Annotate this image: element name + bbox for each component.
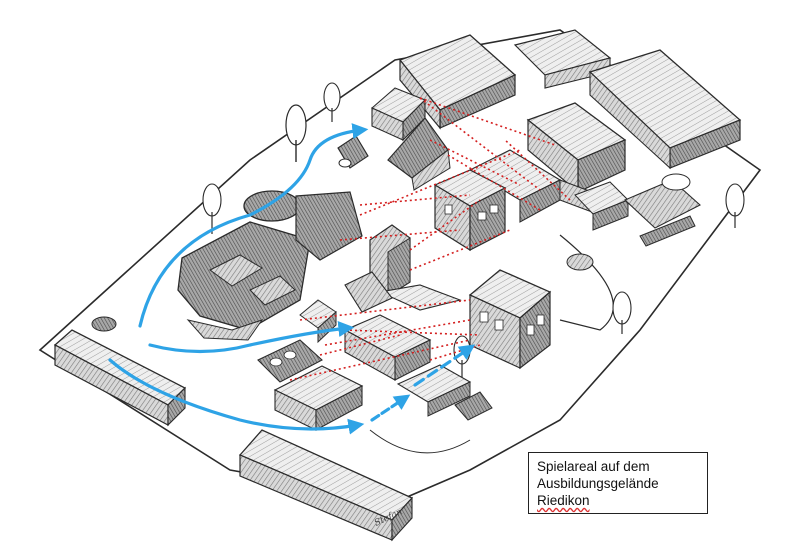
caption-line-3: Riedikon: [537, 493, 590, 508]
log-pile-left: [91, 316, 117, 332]
building-central-block: [343, 314, 432, 381]
building-northeast-hall: [588, 49, 742, 170]
tree-left: [202, 183, 222, 234]
arrow-route-north: [138, 123, 369, 328]
building-tall-house: [468, 269, 552, 370]
movement-arrows: [108, 123, 476, 435]
tree-top-left-2: [323, 82, 341, 122]
caption-line-2: Ausbildungsgelände: [537, 476, 659, 491]
arrow-route-south: [108, 358, 365, 435]
building-small-box: [299, 299, 337, 344]
rubble-field: [177, 191, 363, 341]
pipe-tank: [337, 135, 369, 169]
vehicle-wreck-right: [624, 173, 701, 247]
tree-right: [725, 183, 745, 228]
building-small-house-top: [370, 87, 426, 142]
building-collapsed-house: [387, 117, 451, 191]
arrow-route-into-house: [413, 344, 476, 387]
debris-small-car: [566, 253, 594, 271]
debris-bottom-right: [454, 391, 493, 421]
building-long-row: [468, 149, 629, 231]
tree-mid-right: [612, 291, 632, 334]
building-north-shed: [513, 29, 612, 89]
tree-top-left: [285, 104, 307, 162]
caption-line-1: Spielareal auf dem: [537, 459, 650, 474]
building-long-hall-bottom: [238, 429, 414, 542]
building-workshop-complex: [526, 102, 627, 194]
caption-box: Spielareal auf dem Ausbildungsgelände Ri…: [528, 452, 708, 514]
building-north-hall: [398, 34, 517, 130]
log-pile: [257, 339, 323, 383]
building-storage-shed: [273, 365, 364, 431]
building-ruin-tower: [369, 224, 411, 297]
sightlines: [289, 97, 571, 381]
arrow-route-middle: [148, 321, 355, 354]
container-bottom: [396, 364, 472, 417]
arrow-route-into-container: [370, 394, 411, 422]
pond: [243, 190, 301, 222]
